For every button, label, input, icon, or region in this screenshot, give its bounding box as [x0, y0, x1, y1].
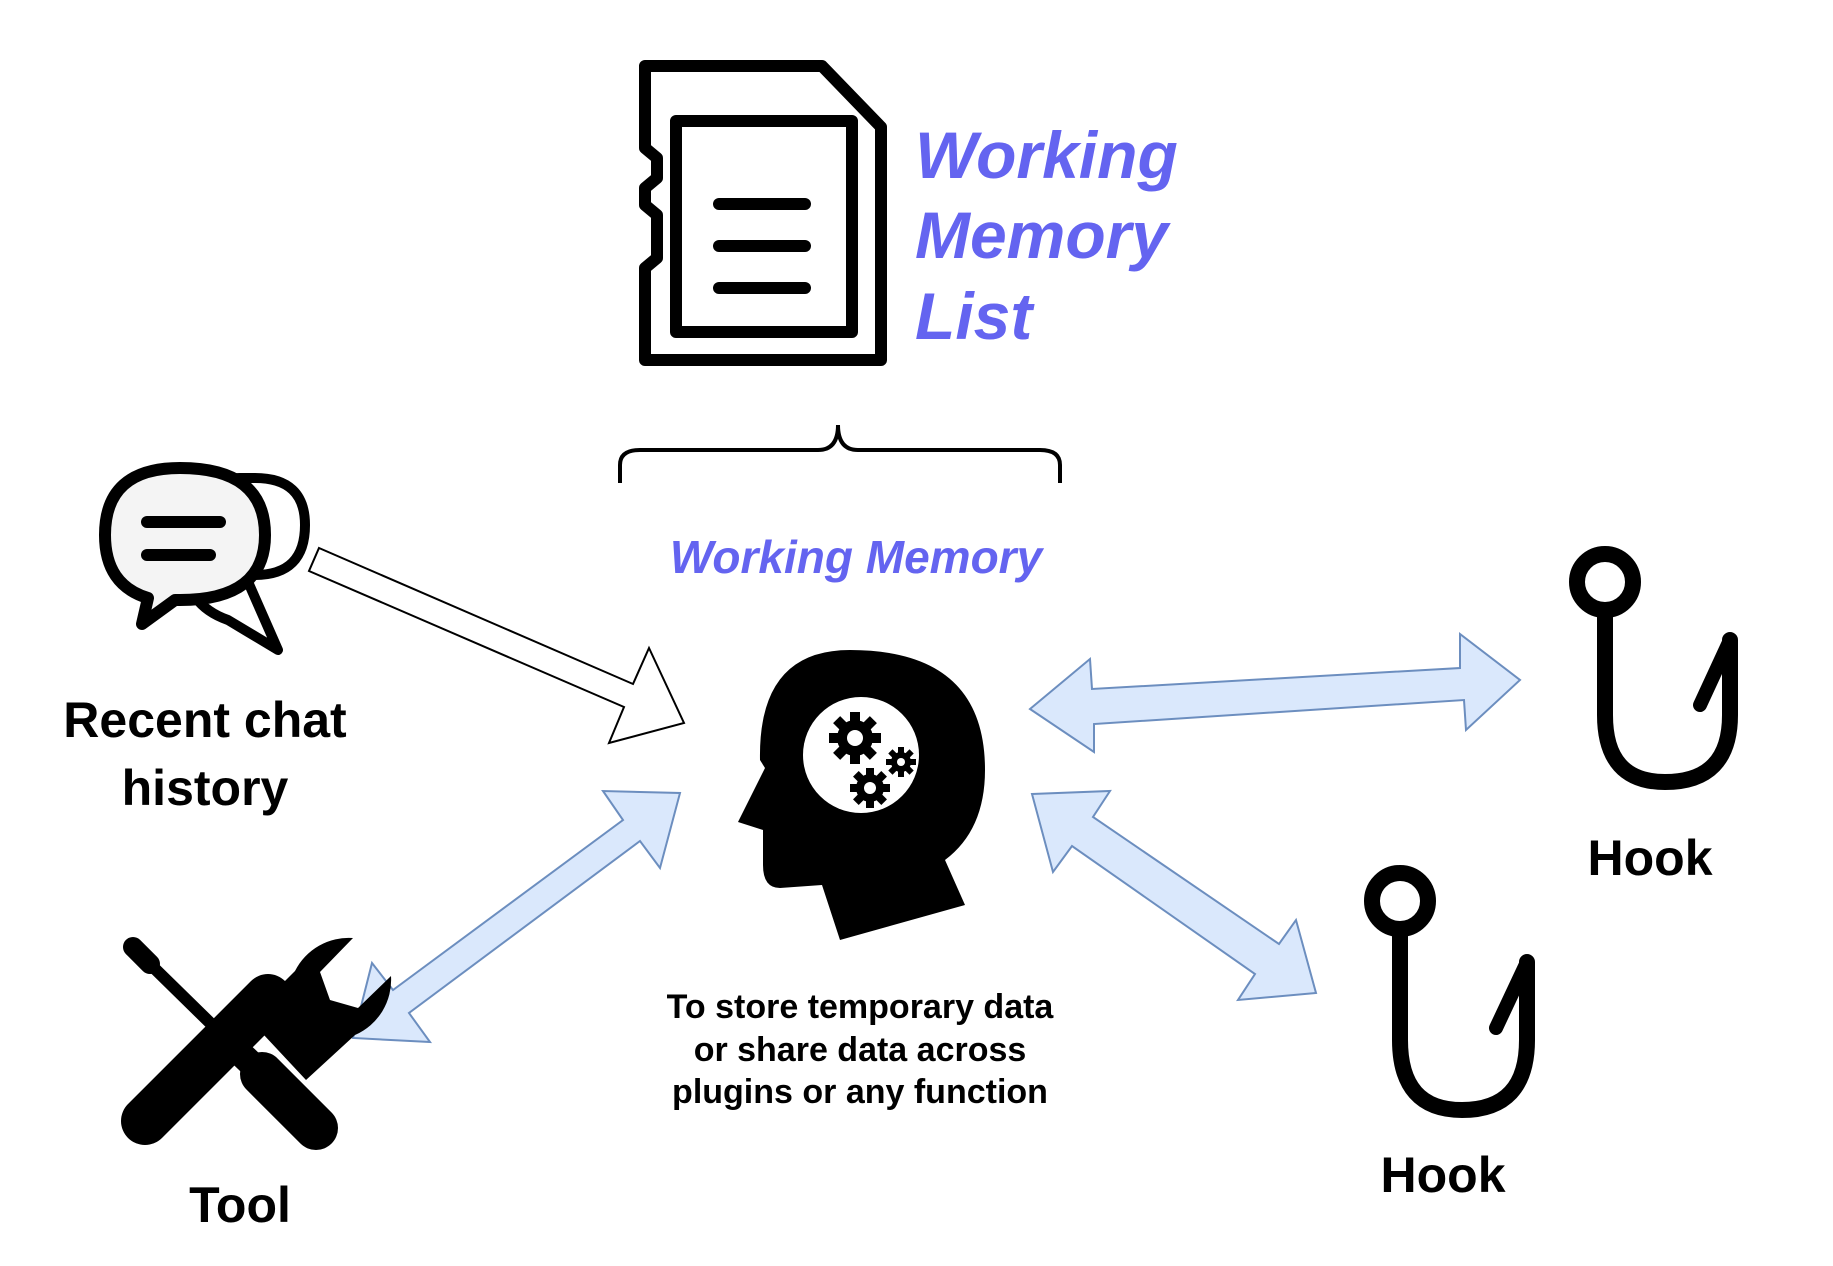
wrench-screwdriver-icon — [121, 937, 392, 1150]
chat-bubbles-icon — [99, 462, 310, 655]
tool-label: Tool — [189, 1177, 291, 1233]
chat-to-memory-arrow — [307, 546, 686, 745]
title-line-2: Memory — [915, 198, 1171, 272]
memory-hook-bottom-arrow — [1030, 789, 1318, 1002]
tool-memory-arrow — [351, 789, 682, 1044]
hook-bottom-label: Hook — [1381, 1147, 1506, 1203]
chat-label-line-1: Recent chat — [63, 692, 347, 748]
curly-brace — [618, 424, 1062, 483]
head-gears-icon — [738, 650, 985, 940]
hook-icon-top — [1569, 546, 1738, 790]
description-line-2: or share data across — [694, 1031, 1027, 1069]
hook-icon-bottom — [1364, 865, 1535, 1118]
description-line-1: To store temporary data — [667, 988, 1055, 1026]
title-line-3: List — [915, 279, 1035, 353]
title-line-1: Working — [915, 118, 1178, 192]
sd-card-icon — [639, 60, 887, 366]
memory-hook-top-arrow — [1028, 631, 1522, 754]
working-memory-label: Working Memory — [670, 531, 1045, 583]
hook-top-label: Hook — [1588, 830, 1713, 886]
description-line-3: plugins or any function — [672, 1073, 1048, 1111]
chat-label-line-2: history — [122, 760, 289, 816]
